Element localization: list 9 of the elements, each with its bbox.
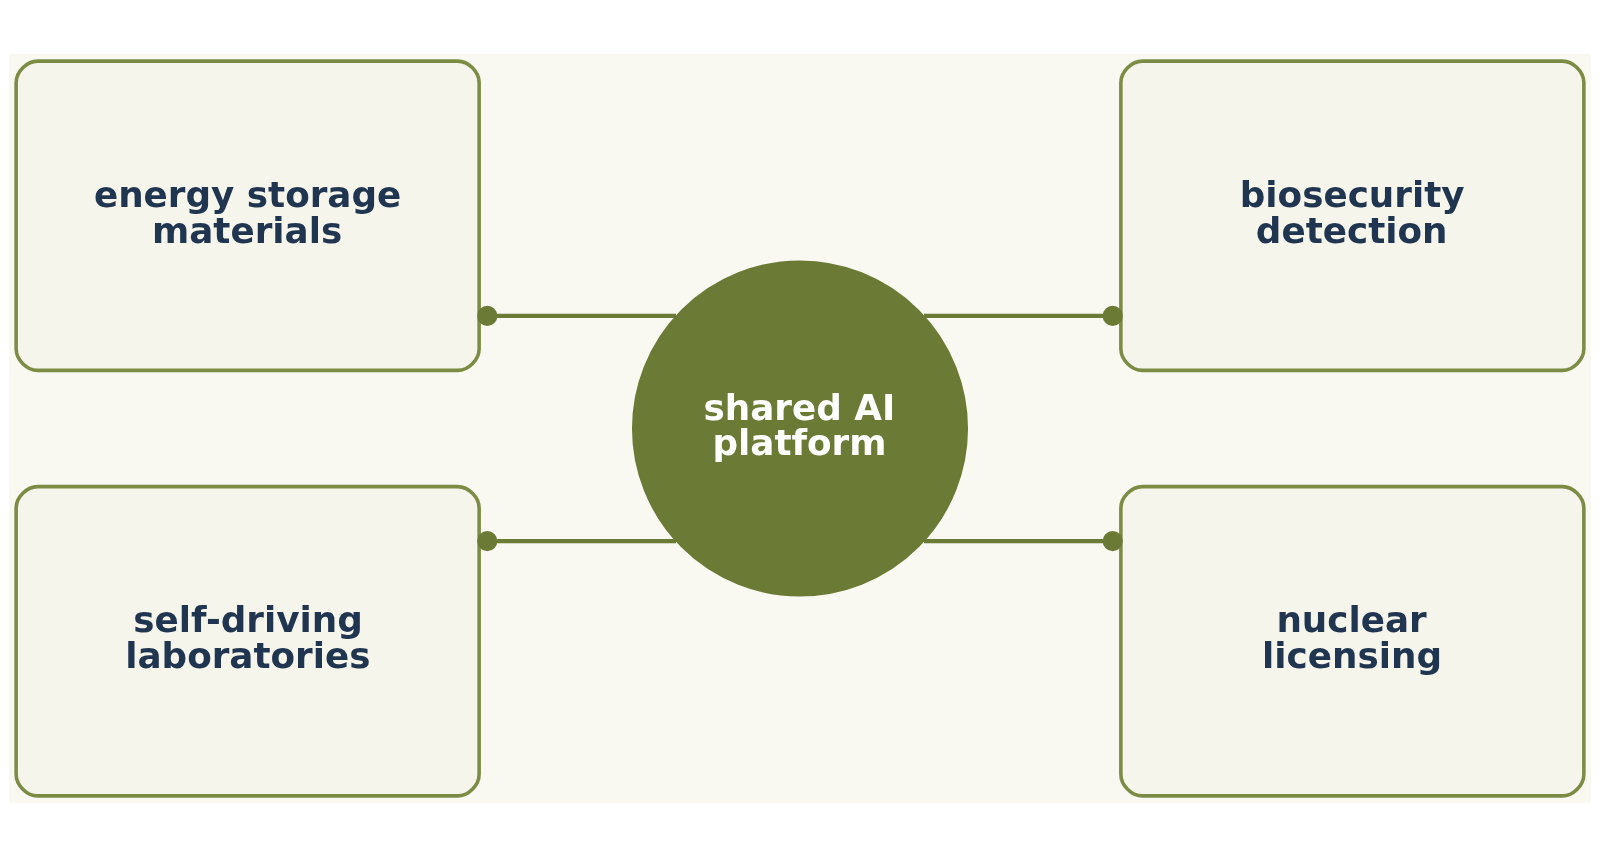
connector [923, 530, 1123, 551]
node-box: biosecurity detection [1119, 58, 1586, 372]
node-circle: shared AI platform [631, 259, 969, 597]
connector [923, 305, 1123, 326]
connector [477, 530, 677, 551]
node-box: self-driving laboratories [14, 484, 481, 798]
node-box: nuclear licensing [1119, 484, 1586, 798]
node-box: energy storage materials [14, 58, 481, 372]
connector [477, 305, 677, 326]
